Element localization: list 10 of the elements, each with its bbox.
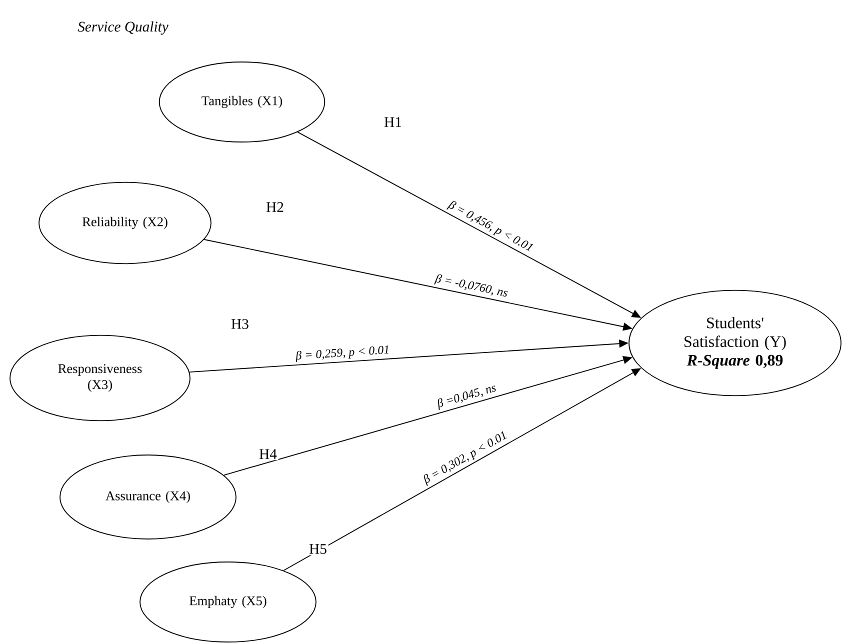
hypothesis-label: H5 bbox=[309, 544, 326, 554]
edge-label: β =0,045, ns bbox=[438, 386, 496, 410]
edge-label: β = 0,302, p < 0.01 bbox=[424, 431, 507, 486]
hypothesis-label: H2 bbox=[266, 202, 284, 212]
hypothesis-label: H4 bbox=[259, 449, 277, 459]
hypothesis-label: H1 bbox=[384, 117, 402, 127]
edge-label: β = 0,259, p < 0.01 bbox=[296, 346, 389, 362]
edge-label: β = -0,0760, ns bbox=[434, 274, 508, 296]
title: Service Quality bbox=[78, 21, 168, 35]
hypothesis-label: H3 bbox=[231, 319, 248, 329]
